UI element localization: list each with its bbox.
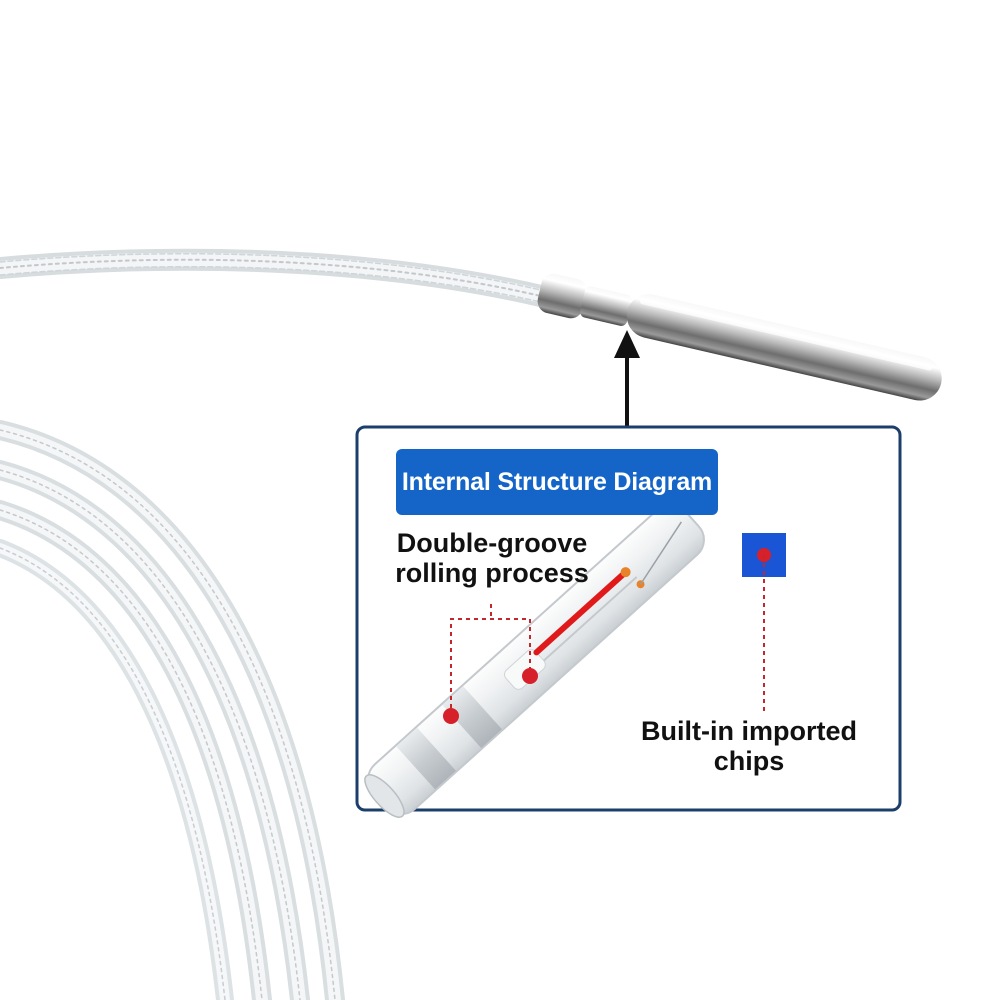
callout-line: chips (713, 746, 785, 777)
groove-marker-2 (522, 668, 538, 684)
callout-leaders (450, 555, 765, 716)
groove-marker-1 (443, 708, 459, 724)
callout-line: Built-in imported (641, 716, 857, 746)
callout-line: Double-groove (396, 528, 588, 558)
cable-coil (0, 420, 345, 1000)
diagram-title: Internal Structure Diagram (396, 449, 718, 515)
callout-line: rolling process (395, 558, 589, 589)
braided-cable (0, 248, 556, 308)
steel-probe (537, 273, 942, 401)
pointer-arrow (614, 330, 640, 426)
cutaway-probe (364, 503, 788, 818)
